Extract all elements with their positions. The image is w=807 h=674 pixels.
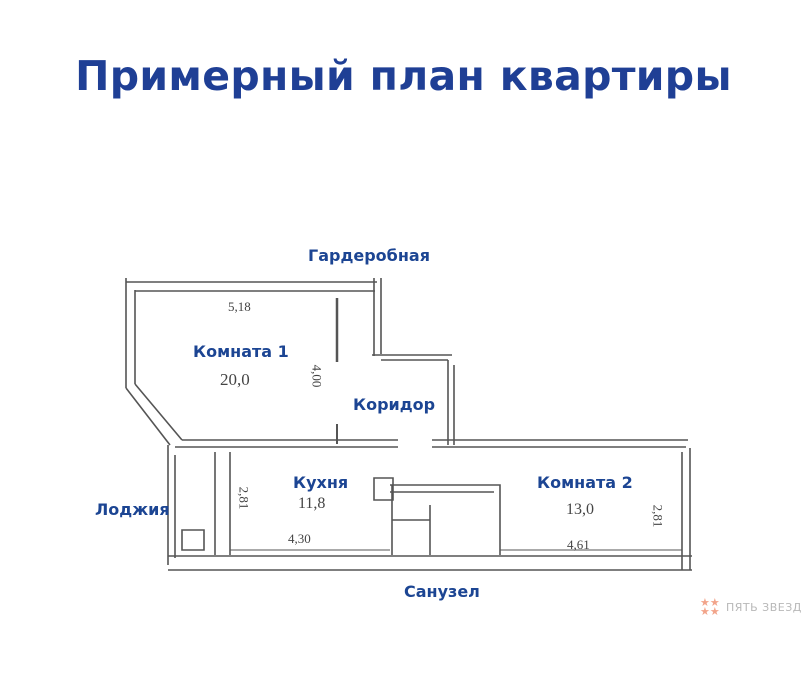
label-room2: Комната 2 (537, 473, 633, 492)
label-room1: Комната 1 (193, 342, 289, 361)
wall-top (126, 281, 377, 292)
wall-diagonal (125, 383, 183, 446)
label-loggia: Лоджия (95, 500, 170, 519)
label-bathroom: Санузел (404, 582, 480, 601)
loggia-fixture (181, 529, 205, 551)
dim-kitchen-depth: 2,81 (236, 486, 252, 510)
label-kitchen: Кухня (293, 473, 349, 492)
logo-name: ПЯТЬ ЗВЕЗД (726, 600, 802, 614)
wall-left (125, 278, 136, 388)
wall-corridor-right (447, 360, 455, 445)
dim-room2-width: 4,61 (567, 537, 590, 552)
label-corridor: Коридор (353, 395, 436, 414)
wall-room1-right (373, 278, 382, 356)
dim-room2-area: 13,0 (566, 501, 594, 518)
label-wardrobe: Гардеробная (308, 246, 430, 265)
page-title: Примерный план квартиры (75, 52, 732, 100)
dim-kitchen-width: 4,30 (288, 531, 311, 546)
dim-room2-depth: 2,81 (650, 504, 666, 528)
dim-room1-depth: 4,00 (309, 364, 325, 388)
wall-corridor-top (372, 354, 452, 361)
wall-loggia-partition (214, 452, 231, 555)
wall-bottom (168, 555, 692, 571)
wall-middle-left (175, 439, 398, 448)
dim-kitchen-area: 11,8 (298, 495, 326, 512)
dim-room1-area: 20,0 (220, 370, 250, 389)
bathroom-tub (392, 505, 431, 555)
dim-room1-width: 5,18 (228, 299, 251, 314)
stars-icon: ★★★★ (700, 596, 720, 618)
bathroom-box (373, 477, 394, 501)
company-logo: ★★★★ ПЯТЬ ЗВЕЗД (700, 596, 802, 618)
wall-middle-right (432, 439, 688, 448)
wall-loggia-left (167, 445, 176, 565)
wall-right (681, 448, 691, 570)
